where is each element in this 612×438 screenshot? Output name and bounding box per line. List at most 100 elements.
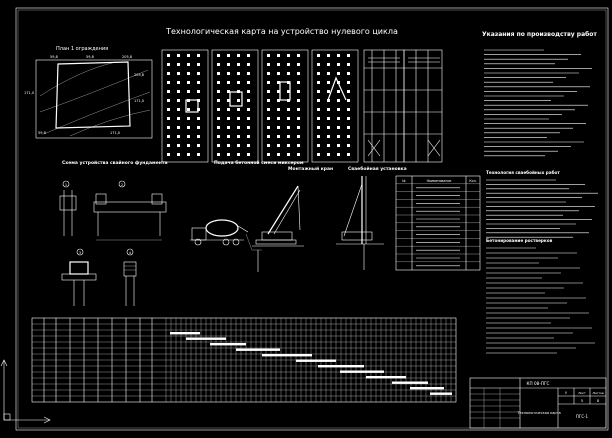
sheet-frame xyxy=(15,7,609,431)
pile-mark xyxy=(317,144,320,147)
pile-mark xyxy=(277,99,280,102)
pile-mark xyxy=(187,72,190,75)
pile-mark xyxy=(227,108,230,111)
plot-value-5: 171,0 xyxy=(134,99,144,103)
pile-mark xyxy=(177,135,180,138)
pile-mark xyxy=(217,135,220,138)
detail-number-4: 4 xyxy=(129,251,132,255)
pile-mark xyxy=(327,135,330,138)
pile-mark xyxy=(347,90,350,93)
building-section xyxy=(363,49,443,163)
pile-mark xyxy=(177,63,180,66)
pile-mark xyxy=(167,81,170,84)
pile-mark xyxy=(197,54,200,57)
pile-mark xyxy=(287,144,290,147)
pile-mark xyxy=(267,90,270,93)
pile-mark xyxy=(347,108,350,111)
pile-mark xyxy=(347,81,350,84)
pile-mark xyxy=(167,144,170,147)
equipment-table: № Наименование Кол. xyxy=(395,175,481,271)
site-plan: План 1 ограждения 59,8 59,8 205,8 205,8 … xyxy=(24,46,153,139)
pile-mark xyxy=(217,81,220,84)
pile-mark xyxy=(297,81,300,84)
pile-mark xyxy=(237,81,240,84)
pile-mark xyxy=(317,117,320,120)
pile-mark xyxy=(187,144,190,147)
gantt-bar xyxy=(236,348,280,351)
pile-mark xyxy=(167,63,170,66)
pile-mark xyxy=(227,90,230,93)
pile-mark xyxy=(287,153,290,156)
pile-mark xyxy=(337,135,340,138)
gantt-bar xyxy=(430,392,452,395)
gantt-bar xyxy=(340,370,384,373)
pile-mark xyxy=(187,81,190,84)
pile-mark xyxy=(297,135,300,138)
pile-mark xyxy=(247,135,250,138)
pile-mark xyxy=(287,72,290,75)
pile-mark xyxy=(217,108,220,111)
pile-mark xyxy=(277,90,280,93)
pile-mark xyxy=(167,135,170,138)
pile-mark xyxy=(197,90,200,93)
pile-mark xyxy=(297,126,300,129)
plot-value-6: 171,0 xyxy=(24,91,34,95)
pile-mark xyxy=(197,144,200,147)
instructions: Указания по производству работ xyxy=(482,31,597,157)
pile-mark xyxy=(177,54,180,57)
pile-mark xyxy=(277,72,280,75)
pile-mark xyxy=(177,153,180,156)
crane xyxy=(252,185,304,272)
pile-mark xyxy=(167,72,170,75)
pile-mark xyxy=(247,108,250,111)
stamp-code: КП 08-ПГС xyxy=(527,381,550,386)
gantt-bar xyxy=(318,365,364,368)
pile-mark xyxy=(287,117,290,120)
pile-mark xyxy=(317,153,320,156)
pile-mark xyxy=(217,90,220,93)
pile-mark xyxy=(267,135,270,138)
pile-mark xyxy=(327,81,330,84)
pile-mark xyxy=(317,72,320,75)
sheet-inner-frame xyxy=(17,9,607,429)
pile-mark xyxy=(297,63,300,66)
pile-mark xyxy=(317,99,320,102)
crane-title: Монтажный кран xyxy=(288,165,333,172)
pile-mark xyxy=(187,135,190,138)
pile-mark xyxy=(227,144,230,147)
pile-mark xyxy=(197,153,200,156)
pile-mark xyxy=(217,117,220,120)
pile-mark xyxy=(267,117,270,120)
pile-mark xyxy=(247,144,250,147)
pile-mark xyxy=(277,135,280,138)
detail-number-1: 1 xyxy=(65,183,67,187)
title-block: КП 08-ПГС У Лист Листов 5 8 Технологичес… xyxy=(469,377,607,429)
pile-mark xyxy=(237,144,240,147)
pile-mark xyxy=(197,81,200,84)
plot-value-2: 59,8 xyxy=(86,55,94,59)
pile-mark xyxy=(237,63,240,66)
concrete-mix-title: Подача бетонной смеси миксером xyxy=(214,159,304,166)
pile-mark xyxy=(347,72,350,75)
stamp-sheets-label: Листов xyxy=(592,391,603,395)
pile-mark xyxy=(347,153,350,156)
pile-mark xyxy=(297,117,300,120)
pile-mark xyxy=(287,63,290,66)
pile-mark xyxy=(217,144,220,147)
pile-plans xyxy=(161,49,359,163)
pile-mark xyxy=(247,81,250,84)
pile-mark xyxy=(287,54,290,57)
pile-mark xyxy=(317,126,320,129)
pile-mark xyxy=(237,72,240,75)
pile-mark xyxy=(297,54,300,57)
pile-mark xyxy=(337,144,340,147)
pile-mark xyxy=(167,153,170,156)
pile-mark xyxy=(247,126,250,129)
pile-mark xyxy=(337,90,340,93)
pile-mark xyxy=(217,54,220,57)
pile-mark xyxy=(177,126,180,129)
pile-mark xyxy=(197,117,200,120)
pile-mark xyxy=(277,54,280,57)
plot-value-1: 59,8 xyxy=(50,55,58,59)
